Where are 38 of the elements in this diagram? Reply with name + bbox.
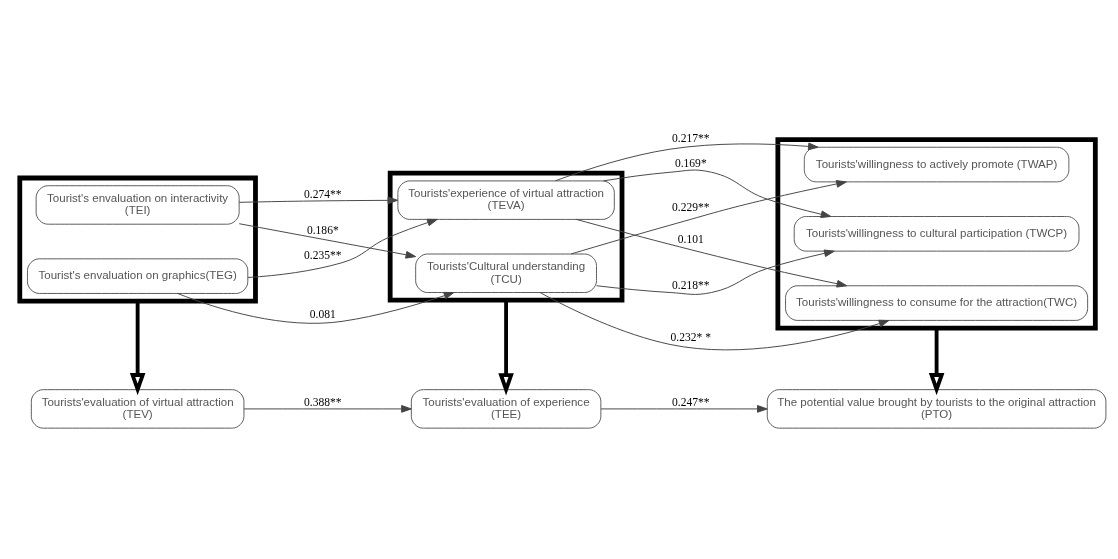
arrow xyxy=(243,404,412,413)
edge-label: 0.186* xyxy=(306,223,339,236)
node-box: Tourists'Cultural understanding (TCU) xyxy=(415,253,597,293)
arrow xyxy=(539,291,890,350)
node-box: The potential value brought by tourists to the original attraction (PTO) xyxy=(766,388,1107,429)
edge-label: 0.388** xyxy=(304,395,342,408)
arrow xyxy=(600,404,768,413)
arrow xyxy=(177,291,455,324)
arrow xyxy=(238,222,417,259)
arrow xyxy=(498,299,514,395)
node-box: Tourists'evaluation of virtual attraction (TEV) xyxy=(30,388,245,429)
edge-label: 0.081 xyxy=(309,307,336,320)
arrow xyxy=(596,249,835,295)
edge-label: 0.235** xyxy=(304,248,342,261)
arrow xyxy=(602,169,832,218)
edge-label: 0.274** xyxy=(304,187,342,200)
edge-label: 0.217** xyxy=(672,131,710,144)
edge-label: 0.101 xyxy=(677,232,704,245)
node-box: Tourists'willingness to consume for the attraction(TWC) xyxy=(785,284,1089,321)
arrow xyxy=(247,218,438,278)
node-box: Tourist's envaluation on interactivity (TEI) xyxy=(35,184,240,225)
edge-label: 0.218** xyxy=(672,278,710,291)
arrow xyxy=(554,142,819,181)
arrow xyxy=(570,179,847,254)
arrow xyxy=(575,218,848,288)
edge-label: 0.232* * xyxy=(670,330,711,343)
arrow xyxy=(928,327,945,395)
edge-label: 0.169* xyxy=(674,156,707,169)
edge-label: 0.247** xyxy=(672,395,710,408)
node-box: Tourist's envaluation on graphics(TEG) xyxy=(27,257,249,294)
node-box: Tourists'experience of virtual attraction (TEVA) xyxy=(397,179,615,220)
edge-label: 0.229** xyxy=(672,200,710,213)
arrow xyxy=(238,196,399,204)
arrow xyxy=(129,300,146,395)
cluster xyxy=(17,175,258,304)
node-box: Tourists'evaluation of experience (TEE) xyxy=(410,388,602,429)
node-box: Tourists'willingness to cultural participation (TWCP) xyxy=(793,215,1080,252)
node-box: Tourists'willingness to actively promote (TWAP) xyxy=(803,146,1070,182)
